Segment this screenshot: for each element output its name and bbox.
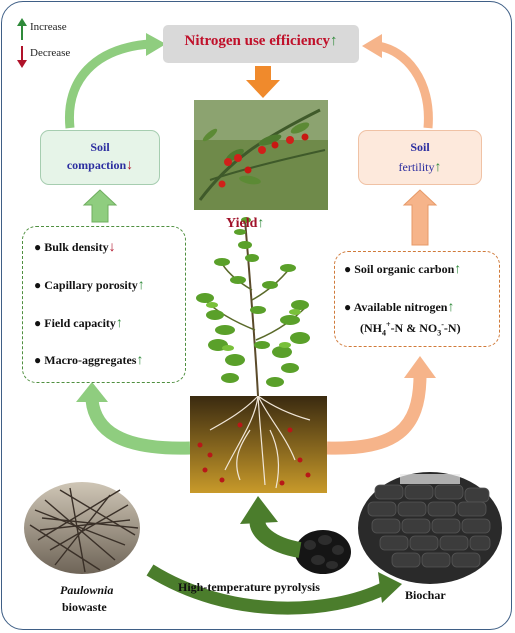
available-nitrogen-label: Available nitrogen — [353, 300, 448, 314]
ammonium-base: NH — [364, 321, 382, 335]
compaction-box — [40, 130, 160, 185]
soil-block — [190, 396, 327, 493]
paulownia-biowaste-photo — [24, 482, 140, 574]
efficiency-to-yield-arrow — [246, 66, 280, 98]
legend-decrease-label: Decrease — [30, 47, 71, 59]
fertility-to-efficiency-arrow — [377, 41, 433, 129]
yield-increase-icon: ↑ — [257, 216, 265, 231]
biowaste-label: biowaste — [62, 600, 107, 614]
biochar-pile — [295, 530, 351, 574]
ammonium-tail: -N & NO — [390, 321, 438, 335]
biochar-to-soil-arrow — [249, 517, 302, 558]
physical-properties-box — [22, 226, 186, 383]
biochar-bags-photo — [358, 472, 502, 584]
bullet-icon: ● — [34, 353, 45, 367]
biochar-to-soil-arrowhead — [240, 496, 278, 524]
yield-label: Yield↑ — [226, 216, 264, 232]
soil-to-physical-arrowhead — [76, 382, 108, 402]
capillary-porosity-label: Capillary porosity — [44, 278, 138, 292]
soil-to-chemical-arrow — [326, 374, 427, 455]
chemical-properties-box — [334, 251, 500, 347]
nitrogen-forms-label: (NH4+-N & NO3--N) — [360, 320, 461, 337]
soil-to-physical-arrow — [85, 399, 191, 455]
macro-aggregates-increase-icon: ↑ — [136, 353, 144, 368]
fertility-increase-icon: ↑ — [434, 160, 442, 175]
goji-berry-photo — [194, 100, 328, 210]
legend-decrease-icon — [17, 46, 27, 68]
soil-organic-carbon-increase-icon: ↑ — [454, 262, 462, 277]
compaction-line1: Soil — [90, 140, 110, 154]
compaction-line2: compaction↓ — [40, 158, 160, 174]
paulownia-label: Paulownia — [60, 583, 114, 597]
legend-increase-icon — [17, 18, 27, 40]
nitrate-tail: -N) — [443, 321, 461, 335]
chemical-item-soil-organic-carbon: ● Soil organic carbon↑ — [344, 262, 461, 278]
physical-item-macro-aggregates: ● Macro-aggregates↑ — [34, 353, 143, 369]
pyrolysis-arrowhead — [378, 572, 402, 603]
physical-item-field-capacity: ● Field capacity↑ — [34, 316, 123, 332]
plant-seedling — [196, 217, 310, 397]
bullet-icon: ● — [34, 240, 45, 254]
fertility-to-efficiency-arrowhead — [362, 34, 382, 58]
soil-organic-carbon-label: Soil organic carbon — [354, 262, 455, 276]
yield-text: Yield — [226, 216, 258, 231]
fertility-box — [358, 130, 482, 185]
nitrate-sub: 3 — [437, 328, 442, 338]
chemical-to-fertility-arrow — [402, 189, 438, 246]
macro-aggregates-label: Macro-aggregates — [44, 353, 137, 367]
nitrate-sup: - — [441, 320, 444, 329]
efficiency-increase-icon: ↑ — [330, 33, 338, 49]
field-capacity-label: Field capacity — [44, 316, 116, 330]
capillary-porosity-increase-icon: ↑ — [137, 278, 145, 293]
bullet-icon: ● — [344, 262, 355, 276]
bulk-density-label: Bulk density — [44, 240, 109, 254]
plant-roots — [209, 395, 311, 489]
available-nitrogen-increase-icon: ↑ — [447, 300, 455, 315]
field-capacity-increase-icon: ↑ — [115, 316, 123, 331]
compaction-to-efficiency-arrowhead — [146, 33, 166, 56]
bullet-icon: ● — [344, 300, 354, 314]
physical-to-compaction-arrow — [82, 189, 118, 223]
legend-increase-label: Increase — [30, 21, 67, 33]
efficiency-title-text: Nitrogen use efficiency — [184, 33, 331, 49]
physical-item-bulk-density: ● Bulk density↓ — [34, 240, 116, 256]
efficiency-title: Nitrogen use efficiency↑ — [163, 33, 359, 50]
fertility-line2-text: fertility — [398, 160, 435, 174]
bullet-icon: ● — [34, 278, 45, 292]
biochar-label: Biochar — [405, 588, 446, 602]
soil-to-chemical-arrowhead — [404, 356, 436, 378]
fertility-line1: Soil — [410, 140, 430, 154]
physical-item-capillary-porosity: ● Capillary porosity↑ — [34, 278, 145, 294]
compaction-to-efficiency-arrow — [64, 39, 151, 129]
compaction-line2-text: compaction — [66, 158, 127, 172]
pyrolysis-label: High-temperature pyrolysis — [178, 580, 320, 594]
efficiency-box — [163, 25, 359, 63]
open-paren: ( — [360, 321, 364, 335]
compaction-decrease-icon: ↓ — [126, 158, 134, 173]
pyrolysis-arrow — [146, 564, 388, 615]
bullet-icon: ● — [34, 316, 45, 330]
ammonium-sup: + — [386, 320, 391, 329]
bulk-density-decrease-icon: ↓ — [108, 240, 116, 255]
ammonium-sub: 4 — [382, 328, 386, 338]
chemical-item-available-nitrogen: ● Available nitrogen↑ — [344, 300, 454, 316]
fertility-line2: fertility↑ — [358, 160, 482, 176]
